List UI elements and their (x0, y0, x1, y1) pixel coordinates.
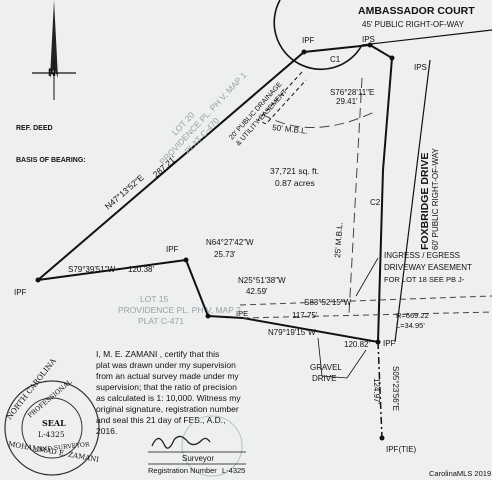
gravel-drive-line-2: DRIVE (312, 374, 336, 383)
parcel-boundary (37, 43, 394, 344)
ingress-line-upper (239, 295, 492, 306)
bearing-n25: N25°51'38"W (238, 276, 286, 285)
mbl-50-label: 50' M.B.L. (272, 123, 309, 136)
certification-block: I, M. E. ZAMANI , certify that this plat… (96, 349, 241, 436)
dist-12038: 120.38' (128, 265, 154, 274)
foxbridge-drive-row: 60' PUBLIC RIGHT-OF-WAY (431, 147, 440, 250)
dist-12082: 120.82' (344, 340, 370, 349)
curve-length: L=34.95' (396, 321, 425, 330)
ingress-leader (355, 257, 379, 297)
bearing-n64: N64°27'42"W (206, 238, 254, 247)
ambassador-court-name: AMBASSADOR COURT (358, 5, 475, 17)
svg-text:from an actual survey made und: from an actual survey made under my (96, 371, 239, 381)
ingress-line-3: FOR LOT 18 SEE PB J- (384, 275, 465, 284)
ingress-line-2: DRIVEWAY EASEMENT (384, 263, 472, 272)
seal-word: SEAL (42, 418, 66, 428)
basis-of-bearing-label: BASIS OF BEARING: (16, 157, 86, 164)
ingress-line-1: INGRESS / EGRESS (384, 251, 460, 260)
foxbridge-row-line (394, 59, 431, 343)
ref-deed-label: REF. DEED (16, 125, 53, 132)
lot-15-map: PROVIDENCE PL. PH V, MAP 2 (118, 305, 241, 315)
svg-text:plat was drawn under my superv: plat was drawn under my supervision (96, 360, 236, 370)
lot-15-plat: PLAT C-471 (138, 316, 184, 326)
faint-stamp-icon (181, 415, 243, 477)
dist-4259: 42.59' (246, 287, 268, 296)
curve-radius: R=669.22 (396, 311, 429, 320)
svg-text:I, M. E. ZAMANI , certif: I, M. E. ZAMANI , certify that this (96, 349, 219, 359)
foxbridge-drive-name: FOXBRIDGE DRIVE (419, 153, 431, 250)
cul-de-sac-arc (273, 0, 363, 71)
mbl-25-line (348, 77, 363, 315)
dist-12497: 124.97' (372, 378, 381, 404)
svg-text:supervision; that the ratio of: supervision; that the ratio of precision (96, 382, 237, 392)
mbl-50-line (261, 111, 375, 128)
surveyor-seal-icon (4, 380, 100, 476)
bearing-s76: S76°28'11"E (330, 88, 374, 97)
mbl-25-label: 25' M.B.L. (333, 222, 344, 258)
pin-label-ipf-jog: IPF (166, 245, 179, 254)
surveyor-role: Surveyor (182, 454, 214, 463)
pin-label-ipf-west: IPF (14, 288, 27, 297)
bearing-s79: S79°39'51"W (68, 265, 116, 274)
ambassador-row-line (361, 29, 492, 46)
bearing-s83: S83°52'15"W (304, 298, 352, 307)
dist-2573: 25.73' (214, 250, 236, 259)
svg-text:original signature, registrati: original signature, registration number (96, 404, 239, 414)
pin-markers (35, 42, 395, 441)
gravel-drive-leader (317, 337, 367, 379)
ingress-line-lower (242, 311, 492, 319)
watermark: CarolinaMLS 2019 (429, 469, 491, 478)
north-letter: N (48, 67, 56, 79)
bearing-n79: N79°19'15"W (268, 328, 316, 337)
pin-label-ipf-north: IPF (302, 36, 315, 45)
svg-text:2016.: 2016. (96, 426, 117, 436)
area-sqft: 37,721 sq. ft. (270, 166, 319, 176)
lot-15-title: LOT 15 (140, 294, 168, 304)
curve-c1-label: C1 (330, 55, 341, 64)
dist-11775: 117.75' (292, 311, 318, 320)
svg-text:and seal this 21 day of FEB.,: and seal this 21 day of FEB., A.D., (96, 415, 225, 425)
dist-2941: 29.41' (336, 97, 358, 106)
gravel-drive-line-1: GRAVEL (310, 363, 342, 372)
lot-20-label: LOT 20 PROVIDENCE PL. PH V, MAP 1 PLAT C… (157, 70, 248, 167)
pin-label-ips-2: IPS (414, 63, 427, 72)
curve-c2-label: C2 (370, 198, 381, 207)
svg-text:as calculated is 1: 10,000. Wi: as calculated is 1: 10,000. Witness my (96, 393, 241, 403)
seal-number: L-4325 (38, 430, 65, 439)
registration-label: Registration Number (148, 466, 217, 475)
bearing-s05: S05°23'56"E (391, 366, 400, 411)
ambassador-court-row: 45' PUBLIC RIGHT-OF-WAY (362, 20, 465, 29)
svg-text:& UTILITY EASEMENT: & UTILITY EASEMENT (235, 88, 290, 147)
registration-number: L-4325 (222, 466, 245, 475)
pin-label-ips-1: IPS (362, 35, 375, 44)
pin-label-ipf-tie: IPF(TIE) (386, 445, 417, 454)
pin-label-ipf-south: IPF (383, 339, 396, 348)
svg-text:PROVIDENCE PL. PH V, MAP 1: PROVIDENCE PL. PH V, MAP 1 (157, 70, 248, 167)
pin-label-ipe: IPE (236, 309, 248, 318)
area-acres: 0.87 acres (275, 178, 315, 188)
tie-line (377, 341, 383, 439)
surveyor-signature-icon (151, 435, 211, 449)
north-arrow-icon (32, 0, 76, 100)
